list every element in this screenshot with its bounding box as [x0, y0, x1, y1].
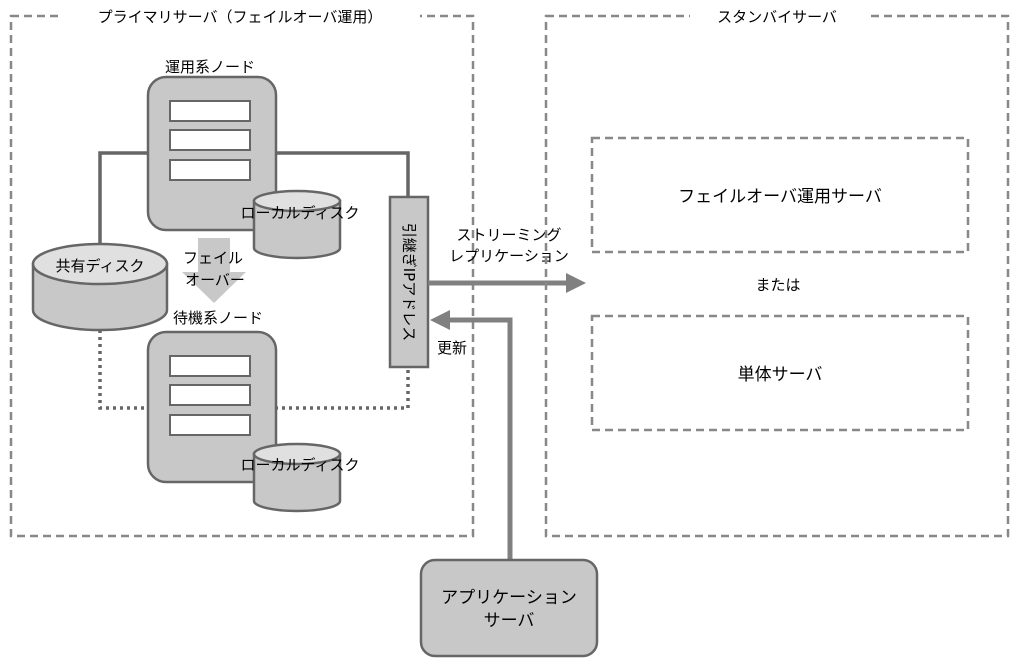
standby-option1-box — [590, 136, 970, 254]
active-connections — [98, 151, 410, 258]
local-disk-2: ローカルディスク — [241, 442, 360, 513]
active-node-slot — [169, 129, 251, 151]
shared-disk: 共有ディスク — [31, 242, 169, 332]
failover-label-line2: オーバー — [185, 271, 245, 289]
local-disk-2-top — [252, 442, 342, 466]
standby-node: 待機系ノード — [146, 309, 278, 484]
local-disk-1-body — [252, 199, 342, 260]
primary-title-bg — [60, 5, 420, 29]
standby-title: スタンバイサーバ — [717, 8, 837, 26]
primary-server-frame — [9, 14, 475, 538]
active-node-slot — [169, 159, 251, 181]
standby-node-slot — [169, 355, 251, 377]
application-server: アプリケーション サーバ — [419, 558, 599, 658]
application-server-label-line1: アプリケーション — [441, 588, 577, 608]
standby-server-group: スタンバイサーバ フェイルオーバ運用サーバ または 単体サーバ — [544, 5, 1010, 538]
local-disk-2-label: ローカルディスク — [241, 456, 360, 474]
local-disk-1: ローカルディスク — [241, 189, 360, 260]
primary-title: プライマリサーバ（フェイルオーバ運用） — [98, 8, 383, 26]
standby-option2-box — [590, 314, 970, 432]
shared-disk-label: 共有ディスク — [56, 257, 145, 275]
standby-title-bg — [690, 5, 866, 29]
failover-arrow: フェイル オーバー — [182, 238, 246, 303]
replication-label-line1: ストリーミング — [456, 226, 561, 244]
standby-node-label: 待機系ノード — [173, 309, 263, 327]
replication-arrow-head — [566, 273, 586, 293]
update-arrow-head — [430, 310, 450, 330]
active-node-slot — [169, 100, 251, 122]
standby-server-frame — [544, 14, 1010, 538]
local-disk-2-body — [252, 452, 342, 513]
active-node: 運用系ノード — [146, 58, 278, 232]
primary-server-group: プライマリサーバ（フェイルオーバ運用） — [9, 5, 475, 538]
failover-label-line1: フェイル — [183, 249, 243, 267]
shared-disk-top — [31, 242, 169, 286]
application-server-box — [419, 558, 599, 658]
failover-arrow-shape — [182, 238, 246, 303]
replication-arrow: ストリーミング レプリケーション — [428, 226, 586, 293]
application-server-label-line2: サーバ — [484, 611, 535, 631]
active-node-label: 運用系ノード — [165, 58, 255, 76]
standby-node-slot — [169, 384, 251, 406]
update-label: 更新 — [437, 339, 467, 357]
takeover-ip-box: 引継ぎIPアドレス — [388, 195, 430, 369]
update-arrow: 更新 — [430, 310, 513, 560]
standby-node-slot — [169, 414, 251, 436]
standby-or-label: または — [755, 276, 800, 294]
standby-option2-label: 単体サーバ — [738, 365, 823, 385]
takeover-ip-label: 引継ぎIPアドレス — [400, 223, 418, 341]
standby-option1-label: フェイルオーバ運用サーバ — [678, 187, 882, 207]
local-disk-1-top — [252, 189, 342, 213]
update-arrow-line — [446, 317, 513, 560]
local-disk-1-label: ローカルディスク — [241, 204, 360, 222]
standby-connections — [98, 330, 410, 410]
replication-label-line2: レプリケーション — [449, 247, 569, 265]
